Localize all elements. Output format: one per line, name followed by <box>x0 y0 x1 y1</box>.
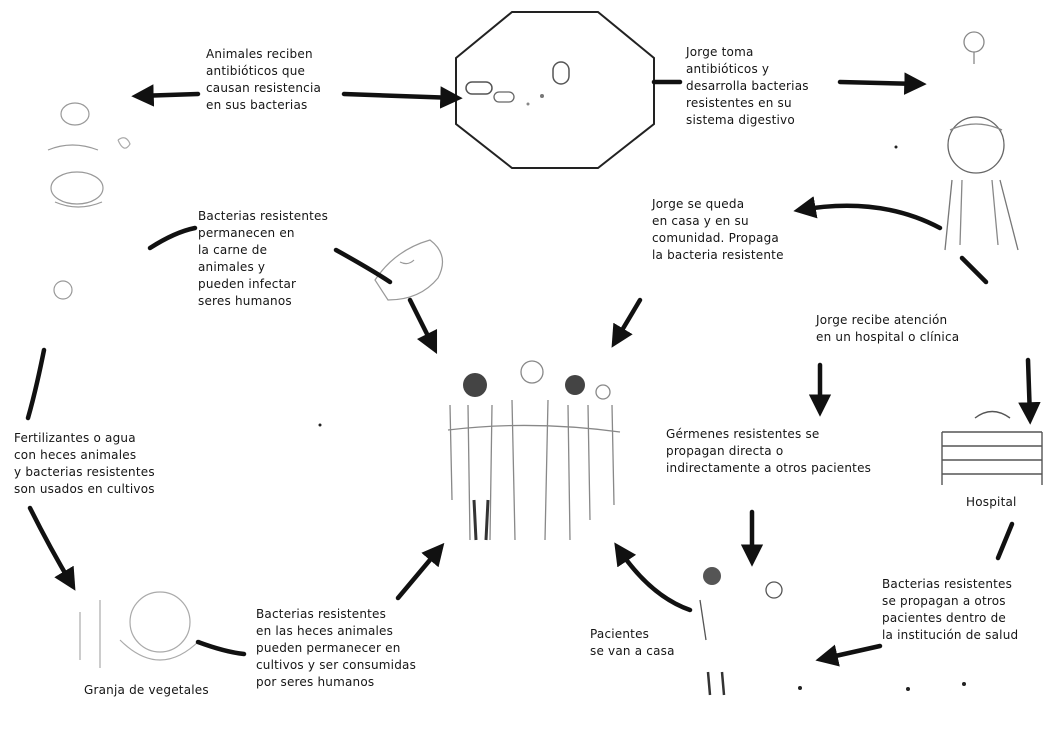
label-hospital-sign: Hospital <box>966 495 1017 509</box>
label-meat-bacteria: Bacterias resistentes permanecen en la c… <box>198 209 329 308</box>
label-patients-home: Pacientes se van a casa <box>590 627 675 658</box>
label-jorge-antibiotics: Jorge toma antibióticos y desarrolla bac… <box>686 45 809 127</box>
label-feces-crops: Bacterias resistentes en las heces anima… <box>256 607 417 689</box>
label-animals-antibiotics: Animales reciben antibióticos que causan… <box>206 47 322 112</box>
antibiotic-capsules-icon <box>455 11 655 169</box>
label-within-institution: Bacterias resistentes se propagan a otro… <box>882 577 1019 642</box>
label-vegetable-farm: Granja de vegetales <box>84 683 209 697</box>
hospital-icon <box>941 410 1043 485</box>
community-people-icon <box>447 360 621 541</box>
jorge-person-icon <box>944 31 1019 251</box>
patients-icon <box>699 567 783 696</box>
vegetable-farm-icon <box>79 591 201 668</box>
label-germs-spread: Gérmenes resistentes se propagan directa… <box>666 427 872 475</box>
label-jorge-hospital: Jorge recibe atención en un hospital o c… <box>816 313 960 344</box>
label-jorge-home: Jorge se queda en casa y en su comunidad… <box>652 197 784 262</box>
meat-icon <box>374 239 444 301</box>
decorative-dots <box>318 145 966 691</box>
label-fertilizers: Fertilizantes o agua con heces animales … <box>14 431 155 496</box>
farm-animals-icon <box>47 102 131 300</box>
flow-arrows <box>25 72 1041 667</box>
